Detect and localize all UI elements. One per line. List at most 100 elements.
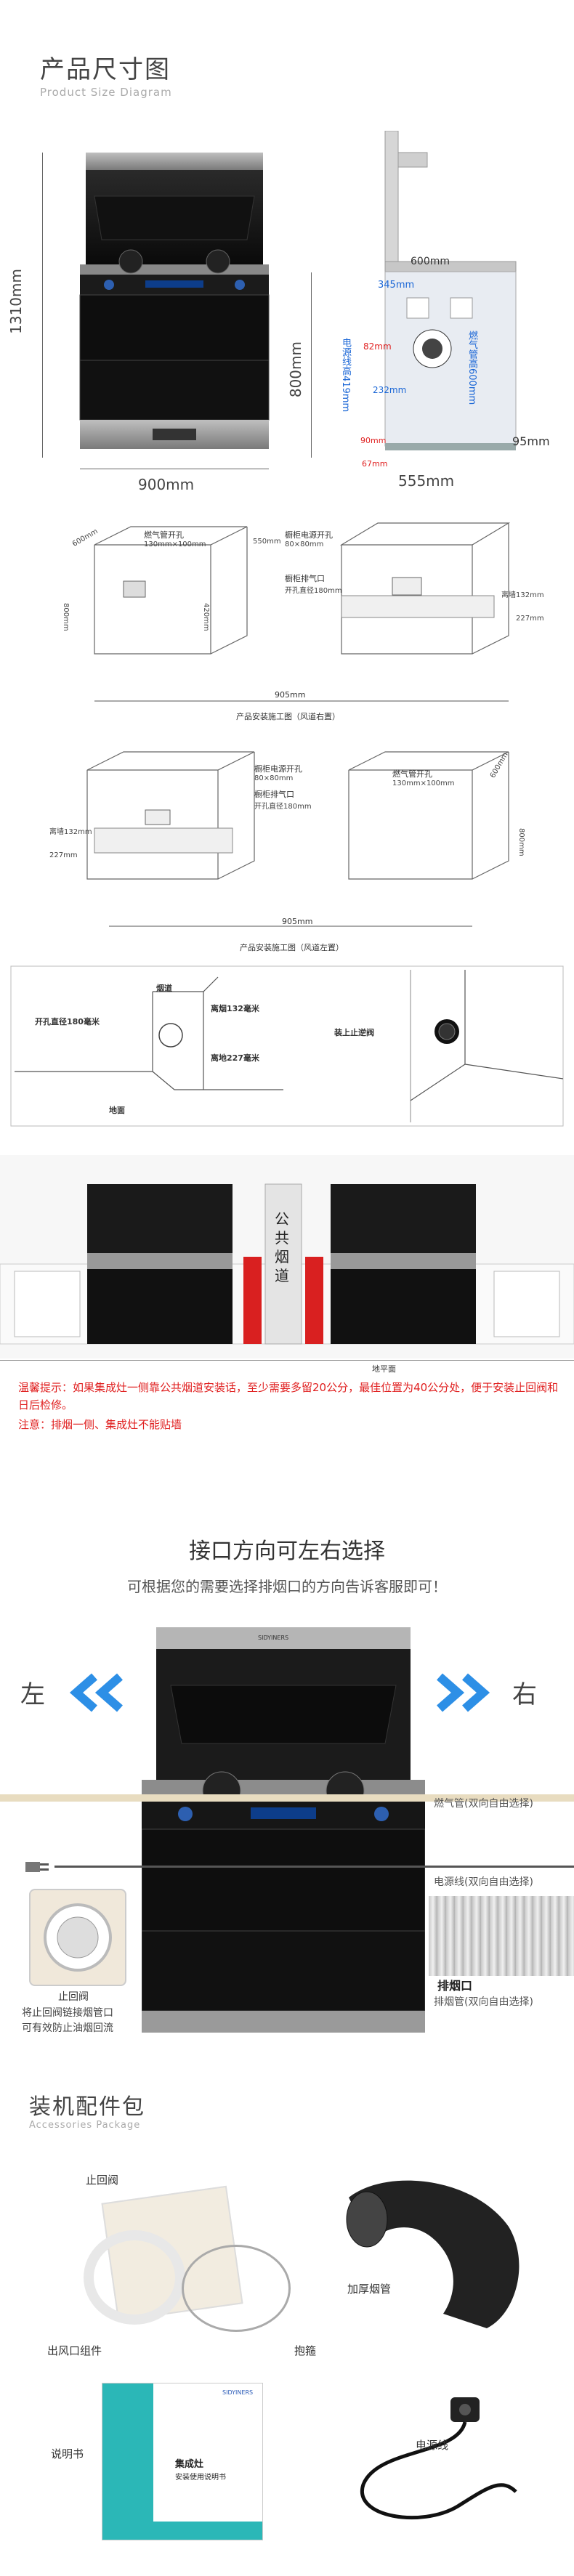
manual-title-1: 集成灶 bbox=[175, 2459, 204, 2470]
ground-label: 地平面 bbox=[372, 1364, 396, 1374]
exhaust-pipe-label: 排烟管(双向自由选择) bbox=[434, 1996, 533, 2008]
left-arrow-icon bbox=[65, 1671, 131, 1717]
flue-label: 烟道 bbox=[156, 984, 172, 993]
section-subtitle: Product Size Diagram bbox=[40, 86, 172, 99]
stove-direction-svg bbox=[142, 1627, 425, 2033]
acc-outlet-label: 出风口组件 bbox=[47, 2344, 102, 2357]
r-800: 800mm bbox=[62, 603, 70, 631]
r-cabinet-exhaust: 橱柜排气口 bbox=[285, 574, 325, 583]
direction-title: 接口方向可左右选择 bbox=[189, 1539, 385, 1564]
flue-hole-diameter: 开孔直径180毫米 bbox=[35, 1017, 100, 1026]
stove-side-image bbox=[356, 131, 523, 465]
dim-95: 95mm bbox=[512, 434, 550, 448]
ground-line bbox=[0, 1360, 574, 1361]
stove-side-svg bbox=[384, 131, 517, 450]
dim-height: 1310mm bbox=[7, 269, 25, 334]
right-label: 右 bbox=[512, 1680, 537, 1709]
r-gas-hole-size: 130mm×100mm bbox=[144, 540, 206, 548]
l-cabinet-exhaust-size: 开孔直径180mm bbox=[254, 803, 312, 811]
stove-front-svg bbox=[79, 153, 270, 449]
acc-manual-image: SIDYINERS 集成灶 安装使用说明书 bbox=[102, 2383, 263, 2540]
accessories-title: 装机配件包 bbox=[29, 2094, 145, 2120]
power-line-label: 电源线(双向自由选择) bbox=[434, 1876, 533, 1888]
direction-subtitle: 可根据您的需要选择排烟口的方向告诉客服即可！ bbox=[127, 1578, 447, 1595]
flue-svg bbox=[10, 965, 564, 1127]
dim-82: 82mm bbox=[363, 341, 392, 352]
flue-install-valve: 装上止逆阀 bbox=[334, 1028, 374, 1037]
l-cabinet-power: 橱柜电源开孔 bbox=[254, 764, 302, 774]
dim-body-line bbox=[311, 272, 312, 458]
acc-power-cord-image bbox=[334, 2390, 523, 2535]
l-gas-hole-size: 130mm×100mm bbox=[392, 779, 455, 787]
dim-vert-right: 燃气管高600mm bbox=[466, 331, 477, 405]
check-valve-label: 止回阀 bbox=[58, 1991, 89, 2003]
l-caption: 产品安装施工图（风道左置） bbox=[240, 943, 344, 952]
left-label: 左 bbox=[20, 1680, 45, 1709]
kitchen-svg bbox=[0, 1183, 574, 1345]
l-gas-hole: 燃气管开孔 bbox=[392, 769, 432, 779]
flue-from-floor: 离地227毫米 bbox=[211, 1053, 259, 1063]
note-tip: 温馨提示：如果集成灶一侧靠公共烟道安装话，至少需要多留20公分，最佳位置为40公… bbox=[18, 1381, 559, 1411]
dim-345: 345mm bbox=[378, 280, 415, 291]
r-cabinet-power: 橱柜电源开孔 bbox=[285, 530, 333, 540]
stove-brand: SIDYINERS bbox=[258, 1635, 289, 1641]
exhaust-label: 排烟口 bbox=[437, 1979, 473, 1993]
note-caution: 注意：排烟一侧、集成灶不能贴墙 bbox=[18, 1418, 182, 1431]
dim-67: 67mm bbox=[362, 459, 388, 469]
gas-pipe-label: 燃气管(双向自由选择) bbox=[434, 1798, 533, 1810]
l-227: 227mm bbox=[49, 851, 78, 859]
public-flue-label: 公共烟道 bbox=[275, 1210, 289, 1284]
right-arrow-icon bbox=[429, 1671, 494, 1717]
dim-height-line bbox=[42, 153, 43, 458]
r-cabinet-power-size: 80×80mm bbox=[285, 540, 324, 548]
manual-title-2: 安装使用说明书 bbox=[175, 2474, 226, 2482]
install-right-svg bbox=[94, 522, 511, 702]
stove-direction-image: SIDYINERS bbox=[142, 1627, 425, 2034]
acc-power-cord-label: 电源线 bbox=[416, 2439, 449, 2452]
r-420: 420mm bbox=[202, 603, 210, 631]
manual-band bbox=[102, 2383, 153, 2540]
install-left-svg bbox=[86, 751, 509, 927]
r-550: 550mm bbox=[253, 538, 281, 546]
l-cabinet-exhaust: 橱柜排气口 bbox=[254, 790, 294, 799]
acc-manual-label: 说明书 bbox=[51, 2447, 84, 2460]
kitchen-scene: 公共烟道 bbox=[0, 1155, 574, 1358]
acc-clamp-image bbox=[182, 2245, 291, 2332]
dim-body-height: 800mm bbox=[287, 341, 304, 398]
manual-bottom bbox=[102, 2522, 262, 2540]
stove-front-image bbox=[65, 153, 283, 458]
r-caption: 产品安装施工图（风道右置） bbox=[236, 712, 340, 721]
flue-from-flue: 离烟132毫米 bbox=[211, 1004, 259, 1013]
dim-vert-left: 电源线高419mm bbox=[340, 338, 351, 413]
power-line bbox=[54, 1866, 574, 1868]
power-plug-icon bbox=[25, 1856, 54, 1881]
dim-width: 900mm bbox=[138, 476, 195, 493]
gas-pipe-line bbox=[0, 1794, 574, 1802]
dim-555: 555mm bbox=[398, 472, 455, 490]
valve-note-1: 将止回阀链接烟管口 bbox=[22, 2007, 113, 2019]
r-cabinet-exhaust-size: 开孔直径180mm bbox=[285, 587, 342, 595]
r-905: 905mm bbox=[275, 690, 306, 700]
dim-232: 232mm bbox=[373, 385, 407, 395]
r-227: 227mm bbox=[516, 615, 544, 623]
flue-floor: 地面 bbox=[109, 1106, 125, 1115]
l-cabinet-power-size: 80×80mm bbox=[254, 774, 294, 782]
acc-pipe-label: 加厚烟管 bbox=[347, 2283, 392, 2296]
acc-check-valve-label: 止回阀 bbox=[86, 2174, 119, 2187]
exhaust-pipe-image bbox=[429, 1896, 574, 1976]
dim-600: 600mm bbox=[411, 256, 450, 267]
l-132: 离墙132mm bbox=[49, 828, 92, 836]
valve-note-2: 可有效防止油烟回流 bbox=[22, 2022, 113, 2034]
acc-pipe-image bbox=[341, 2168, 538, 2336]
r-132: 离墙132mm bbox=[501, 591, 544, 599]
acc-clamp-label: 抱箍 bbox=[294, 2344, 317, 2357]
section-title: 产品尺寸图 bbox=[40, 55, 171, 84]
acc-outlet-image bbox=[84, 2230, 185, 2325]
manual-brand: SIDYINERS bbox=[222, 2389, 254, 2396]
check-valve-image bbox=[29, 1889, 126, 1986]
l-800: 800mm bbox=[517, 828, 525, 856]
accessories-subtitle: Accessories Package bbox=[29, 2120, 141, 2131]
r-gas-hole: 燃气管开孔 bbox=[144, 530, 184, 540]
dim-90: 90mm bbox=[360, 436, 387, 445]
l-905: 905mm bbox=[282, 917, 313, 926]
